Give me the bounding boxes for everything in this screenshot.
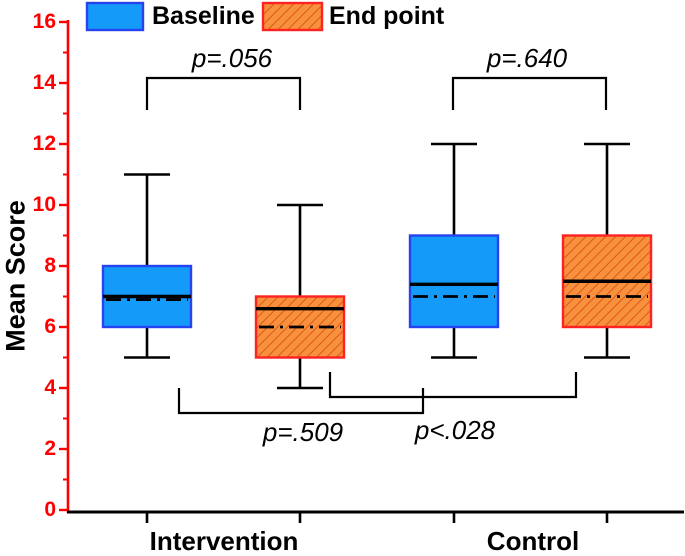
y-tick-label: 8 (44, 254, 56, 277)
box-intervention-baseline (101, 173, 193, 359)
y-tick-label: 2 (44, 437, 56, 460)
box-fill (410, 235, 498, 327)
legend-swatch-endpoint-border (261, 1, 324, 32)
legend-swatch-baseline (85, 1, 145, 32)
y-tick-label: 12 (32, 132, 56, 155)
box-intervention-endpoint (254, 203, 346, 390)
y-tick-label: 10 (32, 193, 56, 216)
y-tick-label: 16 (32, 10, 56, 33)
x-axis (67, 510, 684, 523)
p-value-intervention-pair: p=.056 (191, 43, 273, 73)
p-value-baseline-pair: p=.509 (262, 417, 344, 447)
x-category-control: Control (486, 526, 580, 556)
box-control-baseline (408, 142, 500, 359)
y-axis (59, 20, 70, 513)
legend-swatch-endpoint-hatch (263, 3, 322, 30)
bracket-endpoint-pair (328, 372, 578, 399)
bracket-control-pair (451, 76, 608, 110)
box-border (408, 234, 500, 329)
y-tick-label: 14 (32, 71, 56, 94)
legend (85, 1, 324, 32)
y-tick-label: 4 (44, 376, 56, 399)
bracket-intervention-pair (145, 76, 302, 110)
box-control-endpoint (561, 142, 653, 359)
x-category-intervention: Intervention (149, 526, 299, 556)
p-value-control-pair: p=.640 (486, 43, 568, 73)
bracket-baseline-pair (177, 388, 425, 415)
legend-label-baseline: Baseline (152, 2, 255, 30)
y-tick-label: 6 (44, 315, 56, 338)
legend-label-endpoint: End point (329, 2, 445, 30)
y-tick-label: 0 (44, 498, 56, 521)
box-border (254, 295, 346, 359)
p-value-endpoint-pair: p<.028 (414, 415, 496, 445)
